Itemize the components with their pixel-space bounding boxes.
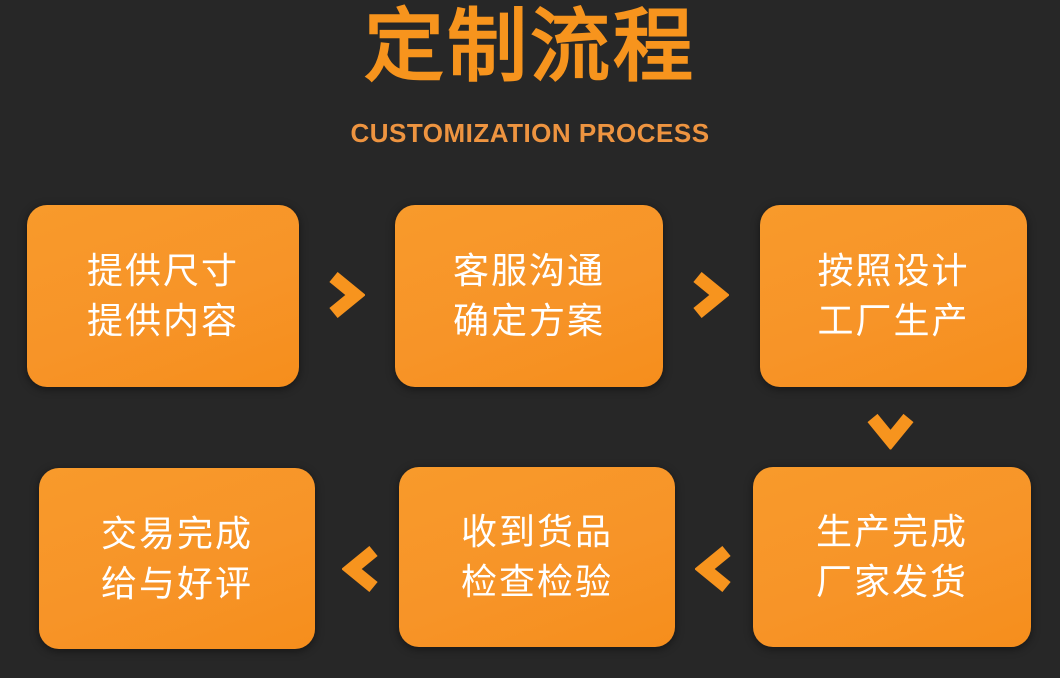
- chevron-down-icon: [867, 413, 914, 450]
- step-3-line-2: 工厂生产: [817, 300, 970, 341]
- step-box-6: 交易完成 给与好评: [39, 468, 315, 649]
- chevron-right-icon: [328, 272, 365, 318]
- step-6-line-1: 交易完成: [100, 512, 253, 554]
- step-3-line-1: 按照设计: [817, 250, 970, 291]
- step-box-4: 生产完成 厂家发货: [753, 467, 1031, 647]
- step-5-line-2: 检查检验: [460, 561, 613, 602]
- step-1-line-1: 提供尺寸: [86, 250, 239, 291]
- chevron-right-icon: [692, 272, 729, 318]
- step-1-line-2: 提供内容: [86, 300, 239, 341]
- chevron-left-icon: [342, 546, 379, 592]
- page-subtitle: CUSTOMIZATION PROCESS: [350, 118, 710, 148]
- step-box-3: 按照设计 工厂生产: [760, 205, 1027, 387]
- step-4-line-2: 厂家发货: [815, 561, 968, 602]
- step-2-line-2: 确定方案: [452, 300, 605, 341]
- chevron-left-icon: [695, 546, 732, 592]
- page-title: 定制流程: [364, 2, 696, 91]
- step-2-line-1: 客服沟通: [452, 250, 605, 291]
- step-4-line-1: 生产完成: [815, 511, 968, 552]
- step-box-1: 提供尺寸 提供内容: [27, 205, 299, 387]
- step-6-line-2: 给与好评: [100, 562, 253, 604]
- step-box-2: 客服沟通 确定方案: [395, 205, 663, 387]
- step-box-5: 收到货品 检查检验: [399, 467, 675, 647]
- step-5-line-1: 收到货品: [460, 511, 613, 552]
